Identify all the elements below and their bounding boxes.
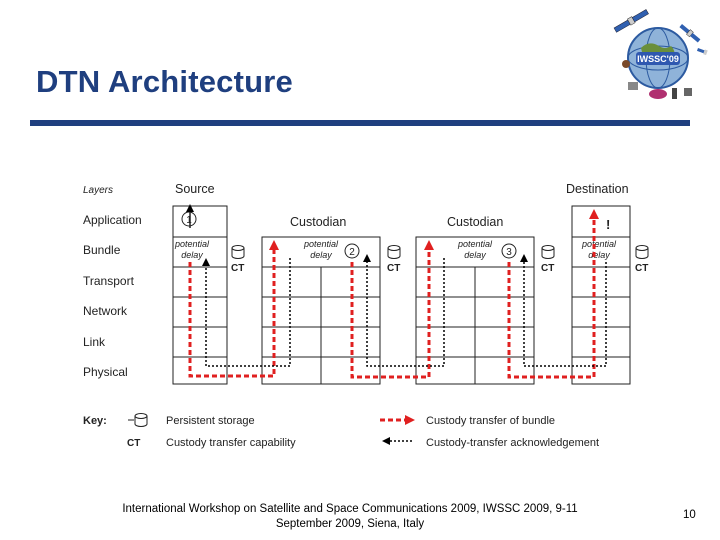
slide-footer: International Workshop on Satellite and … bbox=[110, 502, 590, 532]
storage-icon-c2 bbox=[542, 246, 554, 259]
key-custody-transfer-ack: Custody-transfer acknowledgement bbox=[426, 437, 599, 449]
source-stack bbox=[173, 206, 227, 384]
ct-label-c1: CT bbox=[387, 263, 400, 274]
destination-mark: ! bbox=[606, 217, 610, 232]
ct-label-source: CT bbox=[231, 263, 244, 274]
key-storage-icon bbox=[128, 414, 147, 427]
layer-physical: Physical bbox=[83, 365, 128, 379]
delay-label-source-1: potential bbox=[174, 239, 210, 249]
delay-label-source-2: delay bbox=[181, 250, 203, 260]
node-custodian-2-label: Custodian bbox=[447, 215, 503, 229]
layer-bundle: Bundle bbox=[83, 243, 121, 257]
layer-application: Application bbox=[83, 213, 142, 227]
key-ct: CT bbox=[127, 438, 140, 449]
ack-path-2 bbox=[367, 258, 444, 366]
layer-link: Link bbox=[83, 335, 106, 349]
node-custodian-1-label: Custodian bbox=[290, 215, 346, 229]
key-custody-transfer-bundle: Custody transfer of bundle bbox=[426, 415, 555, 427]
ct-label-dest: CT bbox=[635, 263, 648, 274]
ack-path-1 bbox=[206, 258, 290, 366]
step-1-marker: 1 bbox=[182, 212, 196, 226]
ct-label-c2: CT bbox=[541, 263, 554, 274]
layer-network: Network bbox=[83, 304, 128, 318]
page-number: 10 bbox=[683, 509, 696, 521]
step-2-marker: 2 bbox=[345, 244, 359, 258]
step-1-number: 1 bbox=[186, 215, 192, 226]
key-persistent-storage: Persistent storage bbox=[166, 415, 255, 427]
diagram-key: Key: Persistent storage CT Custody trans… bbox=[83, 414, 599, 450]
storage-icon-c1 bbox=[388, 246, 400, 259]
step-3-marker: 3 bbox=[502, 244, 516, 258]
node-destination-label: Destination bbox=[566, 182, 629, 196]
storage-icon-source bbox=[232, 246, 244, 259]
layers-heading: Layers bbox=[83, 185, 113, 196]
storage-icon-dest bbox=[636, 246, 648, 259]
delay-label-c1-2: delay bbox=[310, 250, 332, 260]
key-custody-transfer-capability: Custody transfer capability bbox=[166, 437, 296, 449]
destination-stack bbox=[572, 206, 630, 384]
delay-label-c1-1: potential bbox=[303, 239, 339, 249]
step-3-number: 3 bbox=[506, 247, 512, 258]
delay-label-dest-2: delay bbox=[588, 250, 610, 260]
layer-transport: Transport bbox=[83, 274, 135, 288]
key-heading: Key: bbox=[83, 415, 107, 427]
delay-label-c2-1: potential bbox=[457, 239, 493, 249]
step-2-number: 2 bbox=[349, 247, 355, 258]
delay-label-dest-1: potential bbox=[581, 239, 617, 249]
node-source-label: Source bbox=[175, 182, 215, 196]
delay-label-c2-2: delay bbox=[464, 250, 486, 260]
